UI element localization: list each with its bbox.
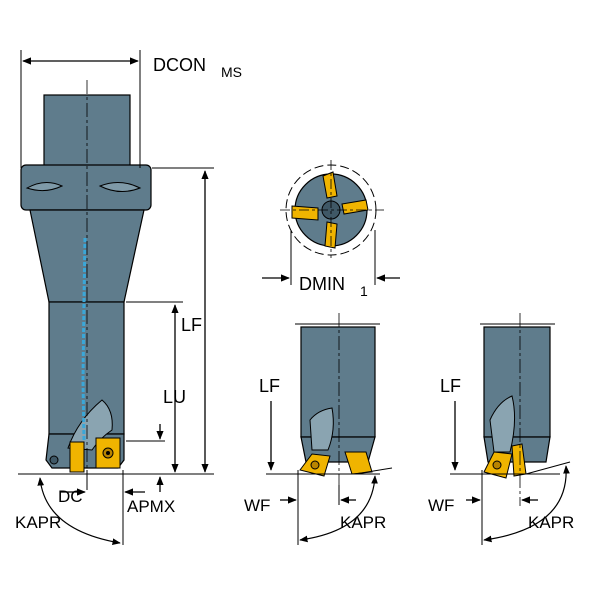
label-lu: LU	[163, 387, 186, 407]
label-lf-main: LF	[181, 315, 202, 335]
label-apmx: APMX	[127, 497, 175, 516]
label-dcon-sub: MS	[221, 64, 242, 80]
middle-insert-right	[344, 451, 373, 475]
main-body	[48, 301, 125, 435]
label-lf-right: LF	[440, 376, 461, 396]
label-kapr-right: KAPR	[528, 513, 574, 532]
label-dc: DC	[58, 487, 83, 506]
label-kapr-mid: KAPR	[340, 513, 386, 532]
main-tool	[20, 80, 152, 478]
label-kapr-main: KAPR	[15, 513, 61, 532]
end-insert-top	[322, 171, 338, 199]
label-dmin: DMIN	[299, 274, 345, 294]
right-detail	[450, 313, 571, 545]
right-chip-flute	[489, 395, 516, 453]
coolant-channel	[81, 237, 87, 441]
label-wf-mid: WF	[244, 496, 270, 515]
drive-slot-left	[25, 182, 64, 192]
end-insert-right	[341, 199, 369, 215]
main-dimensions	[18, 50, 214, 546]
label-dmin-sub: 1	[360, 283, 368, 299]
end-view	[262, 160, 400, 285]
end-insert-bottom	[324, 221, 338, 249]
middle-chip-flute	[309, 407, 334, 451]
label-lf-mid: LF	[259, 376, 280, 396]
right-screw-icon	[492, 460, 502, 470]
label-wf-right: WF	[428, 496, 454, 515]
main-insert-left	[69, 441, 85, 473]
head-hole-icon	[49, 455, 59, 465]
middle-detail	[266, 313, 393, 545]
end-insert-left	[291, 205, 319, 221]
drive-slot-right	[98, 182, 142, 192]
middle-screw-icon	[310, 460, 320, 470]
label-dcon: DCON	[153, 55, 206, 75]
